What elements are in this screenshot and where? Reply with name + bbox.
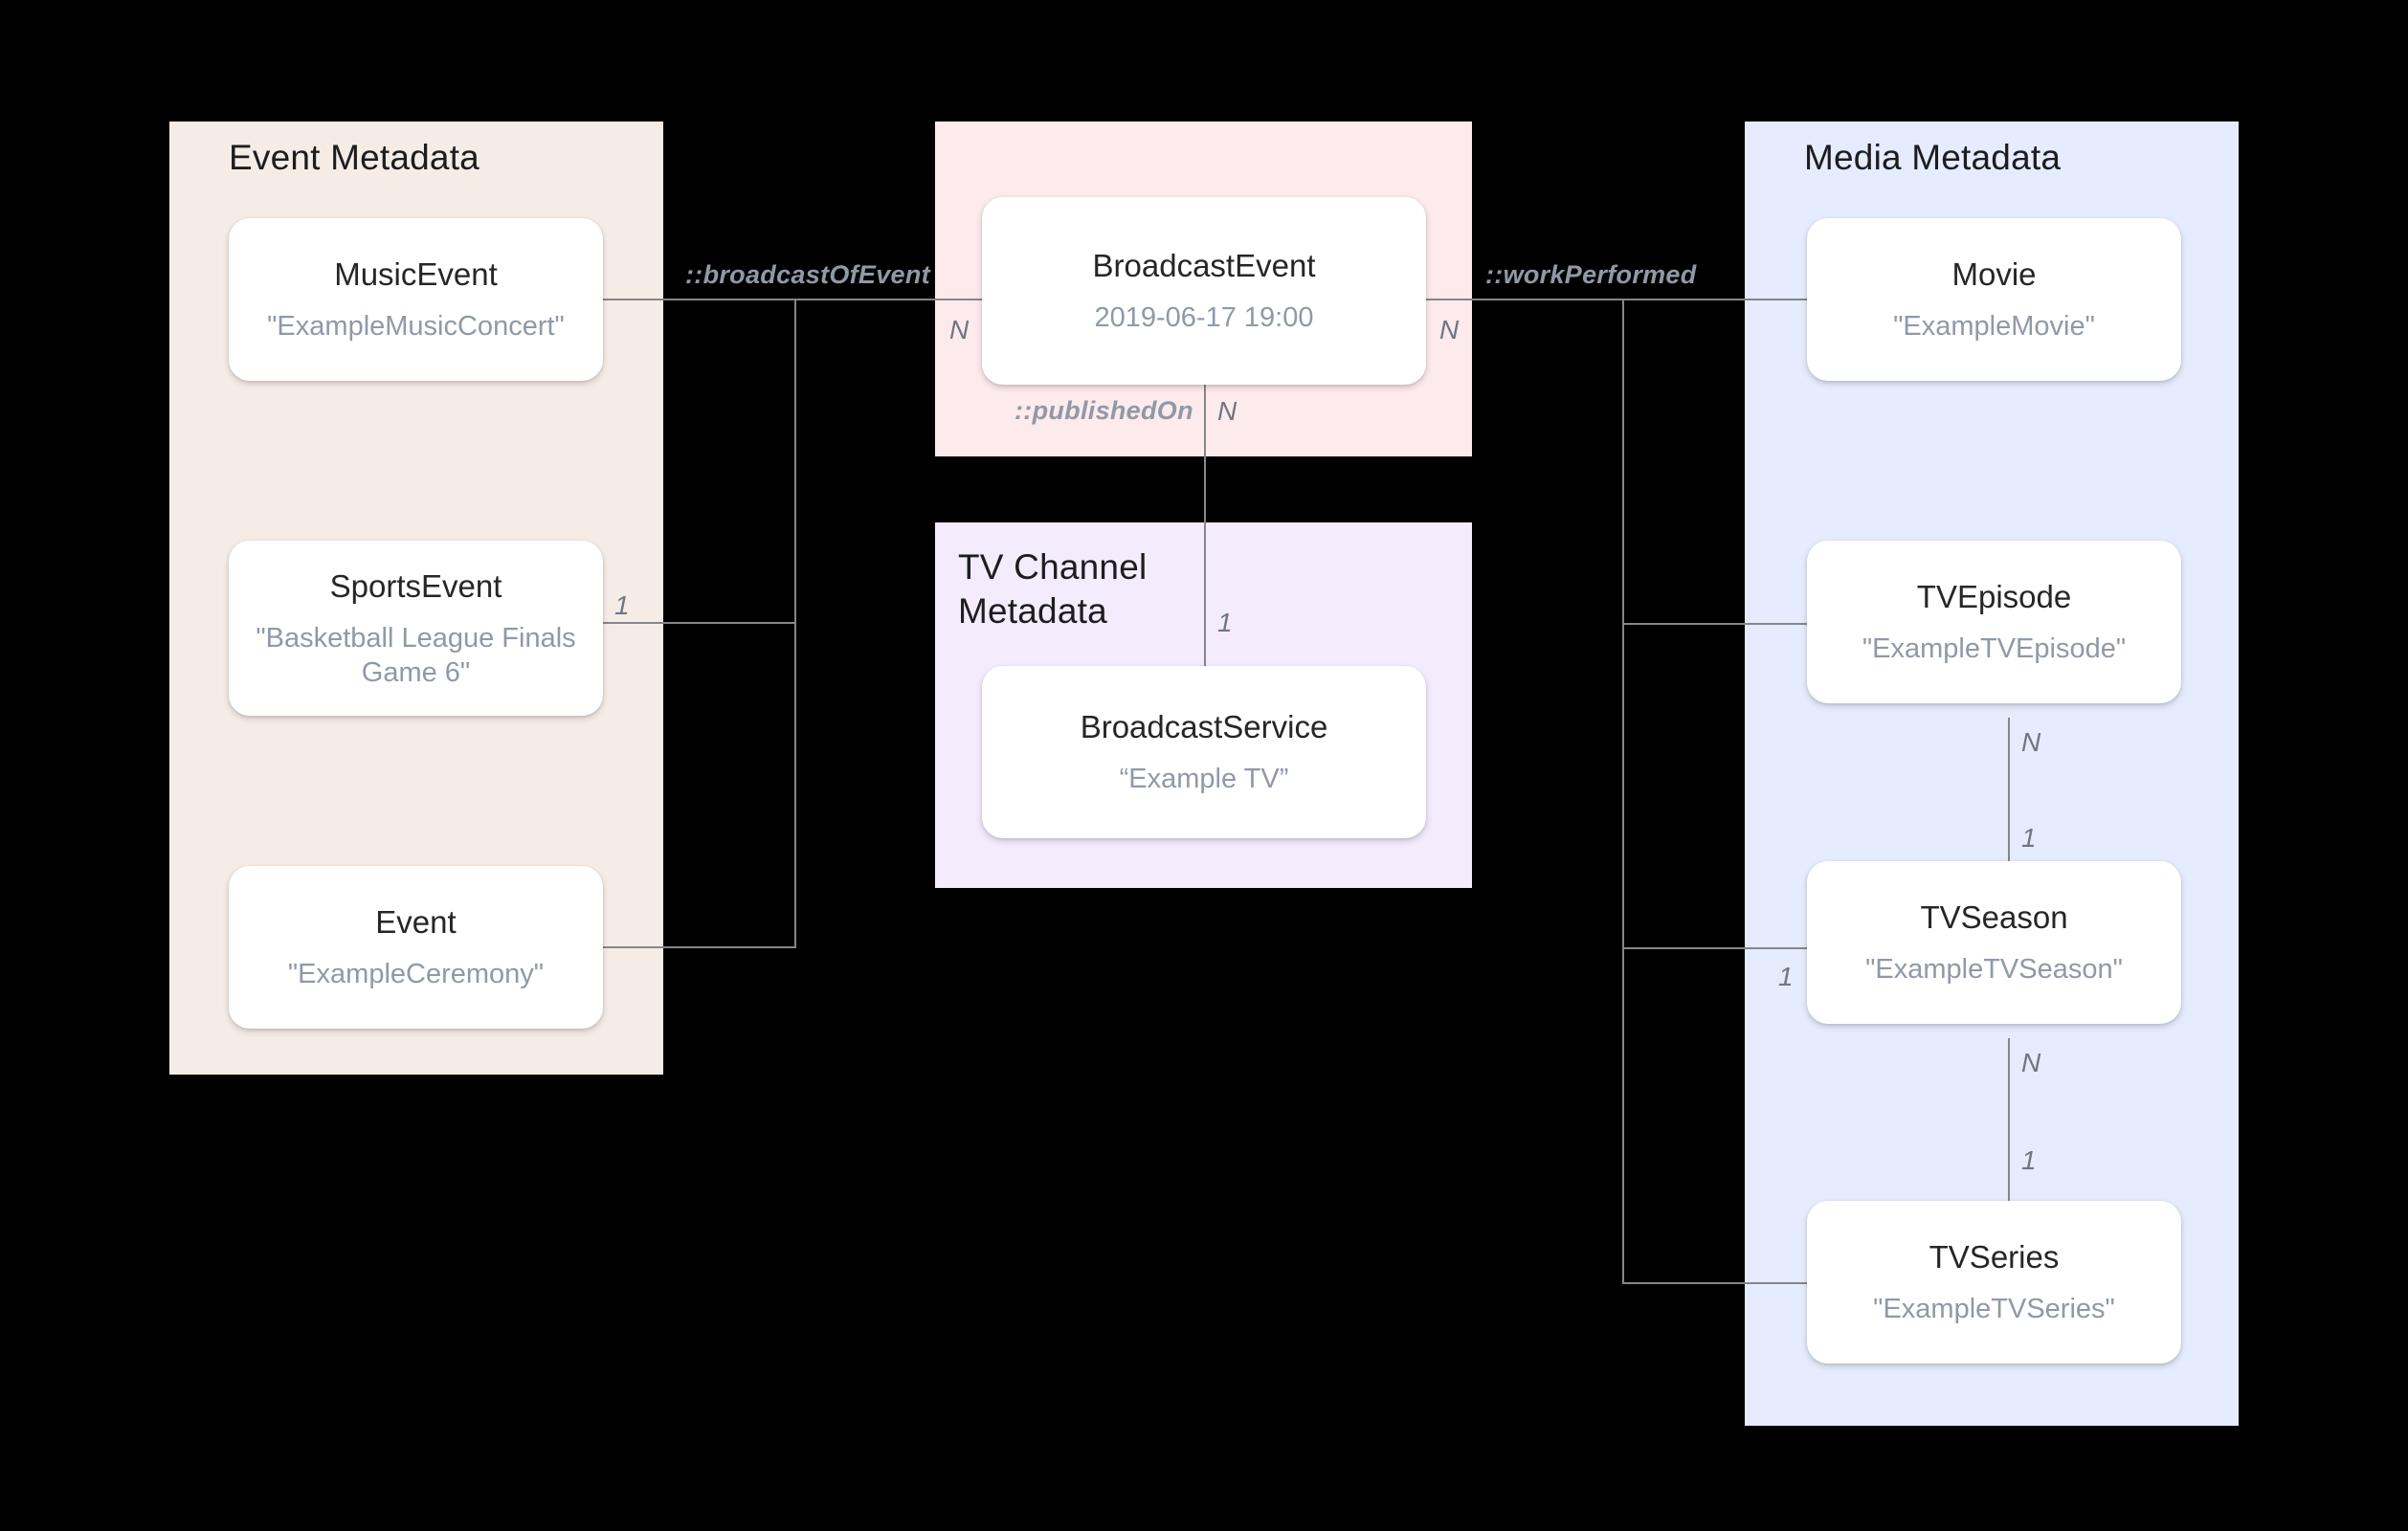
- node-movie-value: "ExampleMovie": [1893, 311, 2095, 342]
- cardinality-tv-episode-n: N: [2021, 727, 2041, 757]
- node-tv-season-type: TVSeason: [1920, 899, 2068, 935]
- cardinality-tv-series-1: 1: [2021, 1145, 2037, 1175]
- connector-event-bus-vertical: [794, 300, 796, 948]
- relation-label-published-on: ::publishedOn: [1014, 396, 1193, 425]
- node-music-event-value: "ExampleMusicConcert": [267, 311, 565, 342]
- node-movie-type: Movie: [1951, 256, 2037, 292]
- node-broadcast-event[interactable]: BroadcastEvent 2019-06-17 19:00: [982, 197, 1426, 385]
- node-sports-event-type: SportsEvent: [329, 567, 502, 604]
- connector-event-stub: [601, 946, 795, 948]
- relation-label-broadcast-of-event: ::broadcastOfEvent: [685, 260, 930, 289]
- node-tv-series-value: "ExampleTVSeries": [1873, 1294, 2115, 1324]
- connector-sports-event-stub: [601, 622, 795, 624]
- panel-title-tv-channel-metadata: TV Channel Metadata: [958, 547, 1148, 631]
- node-broadcast-event-type: BroadcastEvent: [1092, 248, 1316, 283]
- connector-published-on-line: [1204, 383, 1206, 666]
- node-event[interactable]: Event "ExampleCeremony": [229, 866, 603, 1029]
- connector-work-performed-line: [1416, 299, 1623, 300]
- node-sports-event[interactable]: SportsEvent "Basketball League Finals Ga…: [229, 541, 603, 716]
- connector-episode-season-line: [2008, 718, 2010, 899]
- cardinality-sports-event: 1: [614, 590, 630, 620]
- cardinality-tv-season-top-1: 1: [2021, 823, 2037, 853]
- node-event-type: Event: [375, 904, 457, 940]
- node-sports-event-value: "Basketball League Finals Game 6": [256, 622, 576, 688]
- cardinality-tv-season-n: N: [2021, 1048, 2041, 1077]
- relation-label-work-performed: ::workPerformed: [1485, 260, 1697, 289]
- node-broadcast-event-value: 2019-06-17 19:00: [1094, 302, 1314, 333]
- node-tv-series[interactable]: TVSeries "ExampleTVSeries": [1807, 1201, 2181, 1364]
- node-tv-season-value: "ExampleTVSeason": [1865, 954, 2123, 985]
- node-event-value: "ExampleCeremony": [287, 959, 545, 989]
- node-broadcast-service-value: “Example TV”: [1119, 764, 1289, 794]
- connector-media-bus-vertical: [1622, 299, 1624, 1284]
- cardinality-broadcast-service: 1: [1217, 608, 1233, 637]
- panel-title-media-metadata: Media Metadata: [1804, 138, 2062, 177]
- connector-music-event-stub: [601, 299, 795, 300]
- node-tv-episode-type: TVEpisode: [1916, 579, 2072, 614]
- connector-tv-episode-stub: [1622, 623, 1807, 625]
- node-broadcast-service[interactable]: BroadcastService “Example TV”: [982, 666, 1426, 838]
- cardinality-tv-season-left-1: 1: [1778, 962, 1794, 991]
- cardinality-broadcast-event-right: N: [1439, 315, 1460, 344]
- node-music-event-type: MusicEvent: [334, 256, 498, 292]
- node-tv-series-type: TVSeries: [1929, 1239, 2060, 1275]
- node-movie[interactable]: Movie "ExampleMovie": [1807, 218, 2181, 381]
- node-tv-season[interactable]: TVSeason "ExampleTVSeason": [1807, 861, 2181, 1024]
- cardinality-broadcast-event-left: N: [949, 315, 970, 344]
- connector-movie-stub: [1622, 299, 1807, 300]
- connector-season-series-line: [2008, 1038, 2010, 1220]
- node-tv-episode-value: "ExampleTVEpisode": [1862, 633, 2127, 664]
- node-music-event[interactable]: MusicEvent "ExampleMusicConcert": [229, 218, 603, 381]
- connector-broadcast-of-event-line: [794, 299, 992, 300]
- cardinality-published-on: N: [1217, 396, 1237, 426]
- connector-tv-season-stub: [1622, 947, 1807, 949]
- panel-title-event-metadata: Event Metadata: [229, 138, 479, 177]
- node-broadcast-service-type: BroadcastService: [1080, 709, 1328, 744]
- connector-tv-series-stub: [1622, 1282, 1807, 1284]
- node-tv-episode[interactable]: TVEpisode "ExampleTVEpisode": [1807, 541, 2181, 703]
